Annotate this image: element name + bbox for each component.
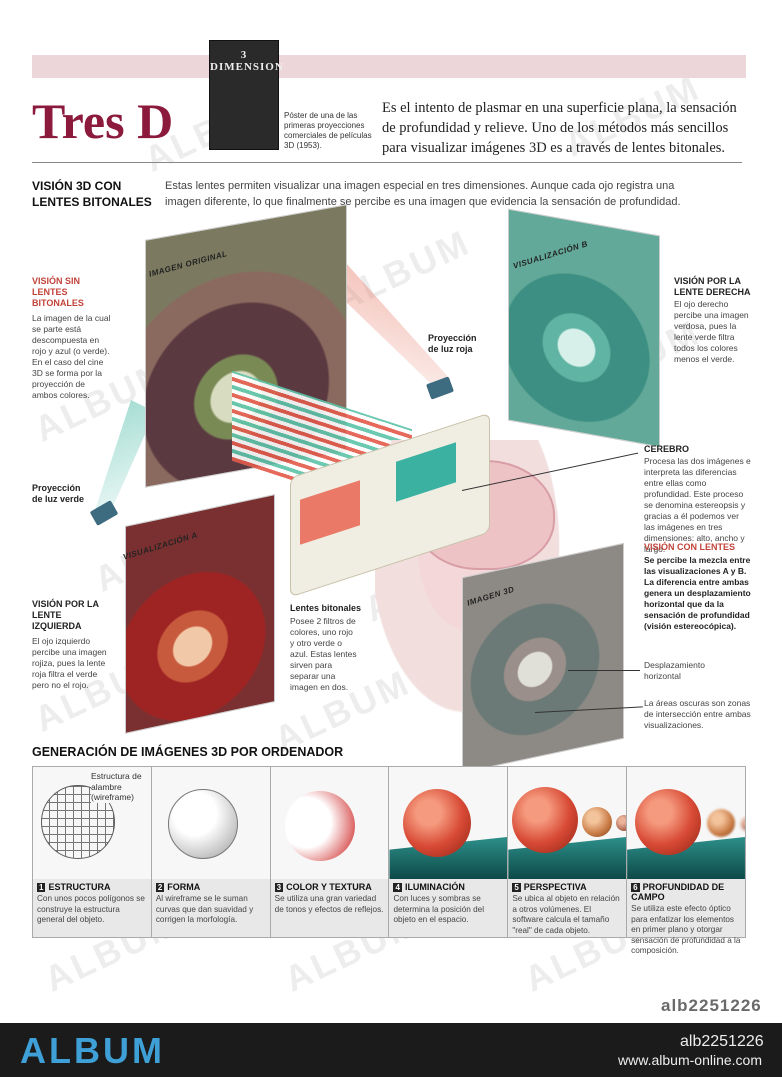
small-sphere [616,815,627,831]
step-text: Se utiliza una gran variedad de tonos y … [274,894,384,914]
smooth-sphere [167,789,238,859]
step-image [508,767,627,879]
section-description: Estas lentes permiten visualizar una ima… [165,180,681,208]
step-title: PERSPECTIVA [523,882,587,892]
step-image [151,767,270,879]
cerebro-heading: CEREBRO [644,444,690,454]
poster-image: 3 DIMENSION [209,40,284,150]
image-3d [462,542,624,774]
step-number: 5 [512,883,521,892]
step-image [270,767,389,879]
cerebro-text: Procesa las dos imágenes e interpreta la… [644,456,751,554]
footer-bar [0,1023,782,1077]
footer-url-link[interactable]: www.album-online.com [618,1052,762,1068]
step-title: COLOR Y TEXTURA [286,882,372,892]
lit-sphere [403,789,472,857]
poster-caption: Póster de una de las primeras proyeccion… [284,111,372,150]
image-code: alb2251226 [661,996,762,1015]
textured-sphere [284,791,355,861]
izquierda-heading: VISIÓN POR LA LENTE IZQUIERDA [32,599,99,631]
step-text: Se utiliza este efecto óptico para enfat… [631,904,741,955]
step-number: 4 [393,883,402,892]
izquierda-text: El ojo izquierdo percibe una imagen roji… [32,636,107,690]
visualization-a-image [125,494,275,734]
step-title: FORMA [167,882,201,892]
step-image [389,767,508,879]
step-title: ILUMINACIÓN [404,882,465,892]
step-text: Se ubica al objeto en relación a otros v… [512,894,620,935]
con-lentes-text: Se percibe la mezcla entre las visualiza… [644,555,751,631]
sin-lentes-heading: VISIÓN SIN LENTES BITONALES [32,276,84,308]
intro-text: Es el intento de plasmar en una superfic… [382,100,737,156]
green-light-label: Proyección de luz verde [32,483,85,504]
header-band [32,55,746,78]
derecha-text: El ojo derecho percibe una imagen verdos… [674,299,749,364]
step-number: 1 [37,883,46,892]
step-image [627,767,745,879]
medium-sphere [582,807,613,837]
page-title: Tres D [32,93,174,149]
album-logo[interactable]: ALBUM [20,1030,165,1071]
step-title: ESTRUCTURA [48,882,111,892]
sin-lentes-text: La imagen de la cual se parte está desco… [32,313,111,400]
medium-sphere [707,809,736,837]
lentes-text: Posee 2 filtros de colores, uno rojo y o… [290,616,357,692]
step-number: 3 [274,883,284,892]
poster-title: 3 DIMENSION [210,49,284,73]
step-text: Con luces y sombras se determina la posi… [393,894,485,924]
step-number: 6 [631,883,640,892]
step-text: Al wireframe se le suman curvas que dan … [155,894,254,924]
section-title: VISIÓN 3D CON LENTES BITONALES [32,179,152,209]
generation-title: GENERACIÓN DE IMÁGENES 3D POR ORDENADOR [32,745,344,759]
derecha-heading: VISIÓN POR LA LENTE DERECHA [674,276,751,297]
large-sphere [635,789,702,855]
step-number: 2 [155,883,165,892]
con-lentes-heading: VISIÓN CON LENTES [644,542,736,552]
desplazamiento-label: Desplazamiento horizontal [644,660,705,681]
large-sphere [512,787,579,853]
step-text: Con unos pocos polígonos se construye la… [37,894,145,924]
step-title: PROFUNDIDAD DE CAMPO [631,882,725,902]
footer-image-id: alb2251226 [680,1033,764,1050]
step-image: Estructura de alambre (wireframe) [33,767,151,879]
areas-label: La áreas oscuras son zonas de intersecci… [644,698,751,730]
leader-line [568,670,640,671]
lentes-heading: Lentes bitonales [290,603,362,613]
header-divider [32,162,742,163]
small-sphere [741,817,745,831]
wireframe-label: Estructura de alambre (wireframe) [91,771,151,803]
red-light-label: Proyección de luz roja [428,333,477,354]
